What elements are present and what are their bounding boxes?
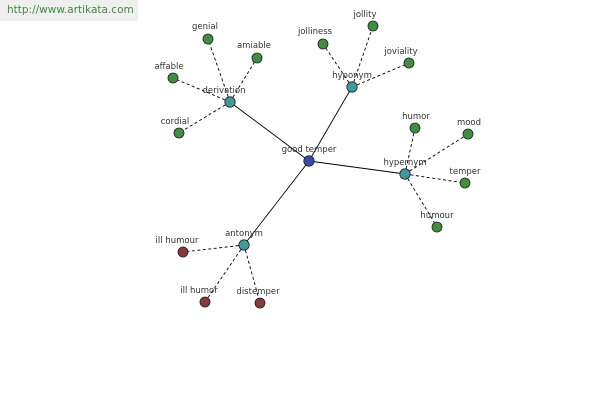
node-dot-hypernym[interactable]	[399, 168, 411, 180]
node-label-distemper: distemper	[236, 287, 280, 297]
node-distemper[interactable]: distemper	[236, 287, 280, 309]
node-good-temper[interactable]: good temper	[282, 145, 337, 167]
node-affable[interactable]: affable	[154, 62, 184, 84]
edge-good-temper-hypernym	[308, 160, 406, 175]
edge-good-temper-hyponym	[308, 86, 353, 162]
node-label-amiable: amiable	[237, 41, 271, 51]
node-dot-ill-humour[interactable]	[177, 246, 189, 258]
edge-good-temper-antonym	[243, 160, 310, 246]
edge-hypernym-humour	[404, 173, 438, 228]
node-dot-genial[interactable]	[202, 33, 214, 45]
node-dot-humor[interactable]	[409, 122, 421, 134]
node-dot-affable[interactable]	[167, 72, 179, 84]
node-cordial[interactable]: cordial	[161, 117, 190, 139]
edge-hypernym-humor	[404, 127, 416, 175]
node-temper[interactable]: temper	[450, 167, 481, 189]
node-label-jolliness: jolliness	[297, 27, 333, 37]
node-label-temper: temper	[450, 167, 481, 177]
node-label-derivation: derivation	[202, 86, 245, 96]
node-label-ill-humour: ill humour	[156, 236, 199, 246]
node-mood[interactable]: mood	[457, 118, 481, 140]
node-label-hyponym: hyponym	[332, 71, 372, 81]
edge-derivation-genial	[207, 38, 231, 103]
nodes-layer: good temper derivation hyponym hypernym anto…	[154, 10, 481, 309]
node-label-jollity: jollity	[352, 10, 376, 20]
node-dot-antonym[interactable]	[238, 239, 250, 251]
node-antonym[interactable]: antonym	[225, 229, 263, 251]
edge-hyponym-joviality	[351, 62, 410, 88]
node-label-ill-humor: ill humor	[180, 286, 218, 296]
node-dot-ill-humor[interactable]	[199, 296, 211, 308]
edge-derivation-affable	[172, 77, 231, 103]
node-label-humor: humor	[402, 112, 430, 122]
node-dot-humour[interactable]	[431, 221, 443, 233]
node-jollity[interactable]: jollity	[352, 10, 379, 32]
node-dot-good-temper[interactable]	[303, 155, 315, 167]
node-dot-cordial[interactable]	[173, 127, 185, 139]
source-url[interactable]: http://www.artikata.com	[0, 0, 138, 21]
node-hyponym[interactable]: hyponym	[332, 71, 372, 93]
node-dot-derivation[interactable]	[224, 96, 236, 108]
node-dot-hyponym[interactable]	[346, 81, 358, 93]
node-label-joviality: joviality	[383, 47, 417, 57]
node-label-genial: genial	[192, 22, 218, 32]
edge-good-temper-derivation	[229, 101, 310, 162]
node-label-antonym: antonym	[225, 229, 263, 239]
edges-layer	[172, 25, 469, 304]
node-amiable[interactable]: amiable	[237, 41, 271, 64]
node-ill-humor[interactable]: ill humor	[180, 286, 218, 308]
node-dot-jolliness[interactable]	[317, 38, 329, 50]
edge-hypernym-mood	[404, 133, 469, 175]
node-dot-jollity[interactable]	[367, 20, 379, 32]
edge-antonym-distemper	[243, 244, 261, 304]
node-jolliness[interactable]: jolliness	[297, 27, 333, 50]
node-dot-joviality[interactable]	[403, 57, 415, 69]
node-hypernym[interactable]: hypernym	[383, 158, 427, 180]
node-label-cordial: cordial	[161, 117, 190, 127]
node-dot-temper[interactable]	[459, 177, 471, 189]
edge-antonym-ill-humor	[204, 244, 245, 303]
node-derivation[interactable]: derivation	[202, 86, 246, 108]
edge-antonym-ill-humour	[182, 244, 245, 253]
node-dot-amiable[interactable]	[251, 52, 263, 64]
node-dot-distemper[interactable]	[254, 297, 266, 309]
node-label-good-temper: good temper	[282, 145, 337, 155]
edge-derivation-cordial	[178, 101, 231, 134]
node-label-hypernym: hypernym	[383, 158, 426, 168]
node-label-humour: humour	[420, 211, 454, 221]
node-label-affable: affable	[154, 62, 183, 72]
node-label-mood: mood	[457, 118, 481, 128]
node-joviality[interactable]: joviality	[383, 47, 418, 69]
node-ill-humour[interactable]: ill humour	[156, 236, 199, 258]
node-genial[interactable]: genial	[192, 22, 218, 45]
node-humor[interactable]: humor	[402, 112, 430, 134]
node-humour[interactable]: humour	[420, 211, 454, 233]
edge-hypernym-temper	[404, 173, 466, 184]
node-dot-mood[interactable]	[462, 128, 474, 140]
